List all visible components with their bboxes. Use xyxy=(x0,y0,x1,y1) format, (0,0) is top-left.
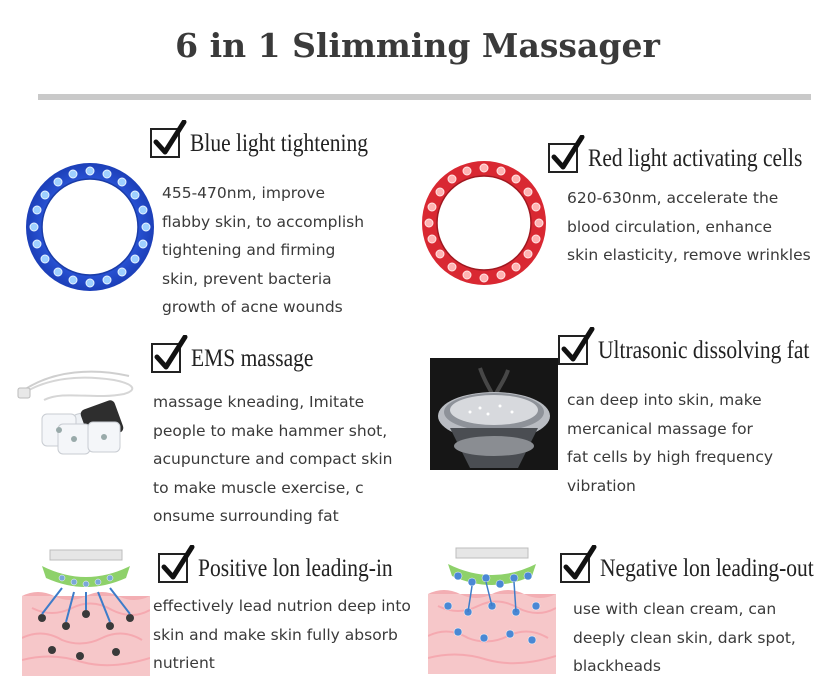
feature-description: massage kneading, Imitate people to make… xyxy=(153,388,393,531)
description-line: 620-630nm, accelerate the xyxy=(567,189,779,207)
feature-heading: Red light activating cells xyxy=(548,135,835,173)
checkbox-checked-icon xyxy=(558,327,595,365)
description-line: acupuncture and compact skin xyxy=(153,450,393,468)
blue-light-ring-image xyxy=(26,163,154,291)
feature-heading: EMS massage xyxy=(151,335,333,373)
description-line: deeply clean skin, dark spot, xyxy=(573,628,796,647)
checkbox-checked-icon xyxy=(158,545,195,583)
description-line: tightening and firming xyxy=(162,241,336,259)
feature-heading: Blue light tightening xyxy=(150,120,397,158)
description-line: nutrient xyxy=(153,654,215,672)
checkbox-checked-icon xyxy=(150,120,187,158)
feature-description: effectively lead nutrion deep into skin … xyxy=(153,592,411,678)
ultrasonic-device-image xyxy=(430,358,558,470)
feature-heading-text: Red light activating cells xyxy=(588,145,803,172)
negative-ion-skin-diagram-image xyxy=(428,547,556,674)
description-line: mercanical massage for xyxy=(567,419,753,438)
description-line: massage kneading, Imitate xyxy=(153,393,365,411)
description-line: people to make hammer shot, xyxy=(153,421,388,440)
description-line: flabby skin, to accomplish xyxy=(162,212,365,231)
description-line: fat cells by high frequency xyxy=(567,448,774,466)
feature-description: can deep into skin, make mercanical mass… xyxy=(567,386,773,500)
title-divider xyxy=(38,94,811,100)
description-line: use with clean cream, can xyxy=(573,600,777,618)
feature-heading-text: Negative lon leading-out xyxy=(600,555,814,582)
description-line: blackheads xyxy=(573,657,661,675)
positive-ion-skin-diagram-image xyxy=(22,549,150,676)
feature-heading-text: EMS massage xyxy=(191,345,314,372)
feature-heading-text: Positive lon leading-in xyxy=(198,555,393,582)
description-line: skin elasticity, remove wrinkles xyxy=(567,246,811,264)
feature-heading: Positive lon leading-in xyxy=(158,545,424,583)
description-line: blood circulation, enhance xyxy=(567,217,772,236)
description-line: onsume surrounding fat xyxy=(153,507,339,525)
ems-electrode-pads-image xyxy=(17,370,134,455)
description-line: 455-470nm, improve xyxy=(162,184,326,202)
feature-description: 455-470nm, improve flabby skin, to accom… xyxy=(162,179,364,322)
feature-heading-text: Ultrasonic dissolving fat xyxy=(598,337,810,364)
description-line: effectively lead nutrion deep into xyxy=(153,597,411,615)
description-line: can deep into skin, make xyxy=(567,391,762,409)
description-line: vibration xyxy=(567,476,636,495)
checkbox-checked-icon xyxy=(560,545,597,583)
feature-description: 620-630nm, accelerate the blood circulat… xyxy=(567,184,811,270)
checkbox-checked-icon xyxy=(548,135,585,173)
page-title: 6 in 1 Slimming Massager xyxy=(175,26,660,65)
feature-heading-text: Blue light tightening xyxy=(190,130,368,157)
description-line: skin, prevent bacteria xyxy=(162,269,332,288)
checkbox-checked-icon xyxy=(151,335,188,373)
feature-description: use with clean cream, can deeply clean s… xyxy=(573,595,796,681)
red-light-ring-image xyxy=(422,161,546,285)
description-line: skin and make skin fully absorb xyxy=(153,625,398,644)
feature-heading: Negative lon leading-out xyxy=(560,545,835,583)
description-line: growth of acne wounds xyxy=(162,298,343,316)
description-line: to make muscle exercise, c xyxy=(153,478,364,497)
feature-heading: Ultrasonic dissolving fat xyxy=(558,327,835,365)
